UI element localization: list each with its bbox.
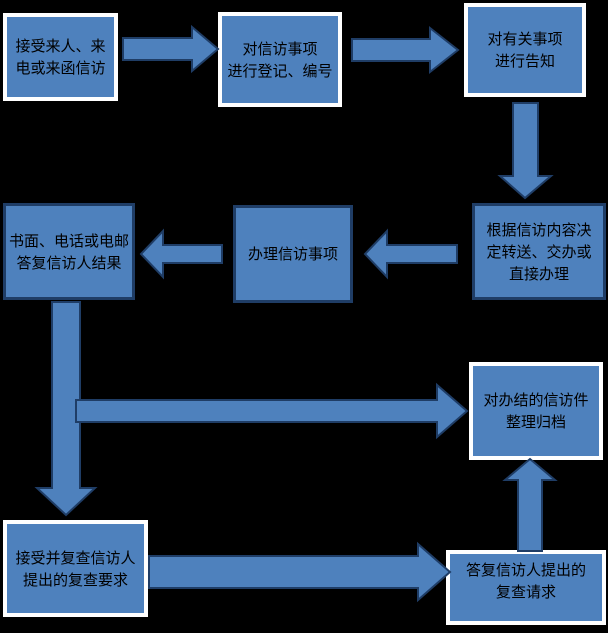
node-archive-completed: 对办结的信访件 整理归档 <box>469 362 603 460</box>
node-handle-petition: 办理信访事项 <box>233 205 353 303</box>
node-receive-petition-label: 接受来人、来 电或来函信访 <box>15 37 106 77</box>
node-reply-result-label: 书面、电话或电邮 答复信访人结果 <box>8 231 129 272</box>
node-register-number: 对信访事项 进行登记、编号 <box>218 12 342 107</box>
arrow-decide-to-handle-icon <box>363 228 458 280</box>
node-handle-petition-label: 办理信访事项 <box>247 245 338 263</box>
node-decide-routing-label: 根据信访内容决 定转送、交办或 直接办理 <box>486 220 592 283</box>
arrow-reply-to-archive-icon <box>75 382 469 440</box>
node-reply-review-request: 答复信访人提出的 复查请求 <box>446 550 606 625</box>
node-accept-review-request-label: 接受并复查信访人 提出的复查要求 <box>15 548 136 589</box>
node-accept-review-request: 接受并复查信访人 提出的复查要求 <box>3 520 148 617</box>
node-reply-result: 书面、电话或电邮 答复信访人结果 <box>3 203 135 300</box>
arrow-notify-to-decide-icon <box>497 102 554 200</box>
node-archive-completed-label: 对办结的信访件 整理归档 <box>483 391 589 431</box>
node-reply-review-request-label: 答复信访人提出的 复查请求 <box>465 561 586 601</box>
arrow-accept-review-to-reply-review-icon <box>148 541 452 603</box>
node-decide-routing: 根据信访内容决 定转送、交办或 直接办理 <box>472 203 606 300</box>
arrow-handle-to-reply-icon <box>139 228 223 280</box>
node-register-number-label: 对信访事项 进行登记、编号 <box>227 39 333 80</box>
arrow-reply-review-to-archive-icon <box>502 457 558 552</box>
arrow-reply-to-accept-review-icon <box>34 301 98 517</box>
node-notify-matters-label: 对有关事项 进行告知 <box>487 30 563 70</box>
arrow-receive-to-register-icon <box>122 24 220 74</box>
arrow-register-to-notify-icon <box>351 25 460 75</box>
node-receive-petition: 接受来人、来 电或来函信访 <box>3 13 118 101</box>
node-notify-matters: 对有关事项 进行告知 <box>464 3 586 97</box>
